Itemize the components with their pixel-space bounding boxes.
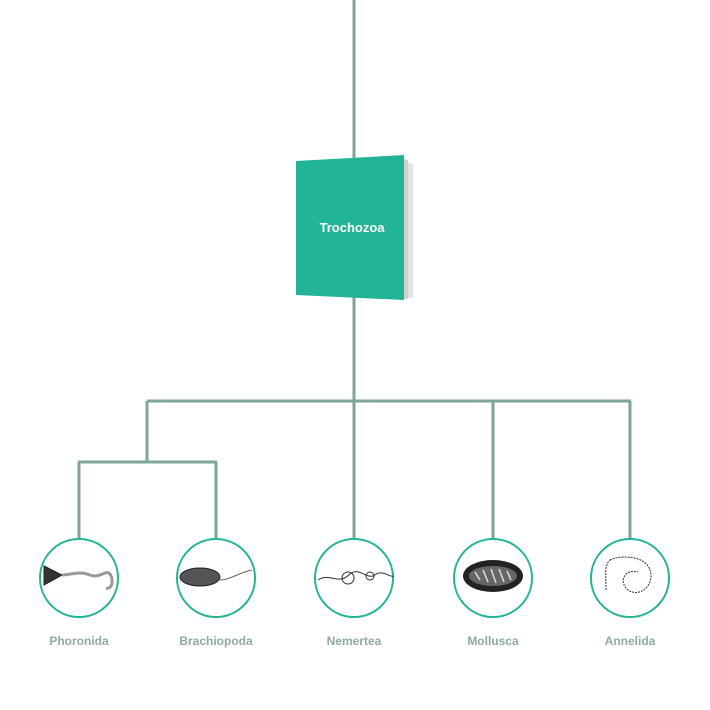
- book-icon: [296, 155, 413, 300]
- brachiopod-shell-icon: [179, 567, 253, 587]
- chiton-icon: [463, 560, 523, 592]
- phoronid-worm-icon: [43, 565, 114, 590]
- node-phoronida: [39, 538, 119, 618]
- node-annelida: [590, 538, 670, 618]
- label-brachiopoda: Brachiopoda: [179, 634, 253, 648]
- label-annelida: Annelida: [604, 634, 656, 648]
- label-mollusca: Mollusca: [467, 634, 519, 648]
- label-nemertea: Nemertea: [326, 634, 382, 648]
- ribbon-worm-icon: [317, 571, 395, 585]
- label-phoronida: Phoronida: [49, 634, 109, 648]
- segmented-worm-icon: [605, 556, 652, 593]
- clade-title-trochozoa: Trochozoa: [319, 220, 385, 235]
